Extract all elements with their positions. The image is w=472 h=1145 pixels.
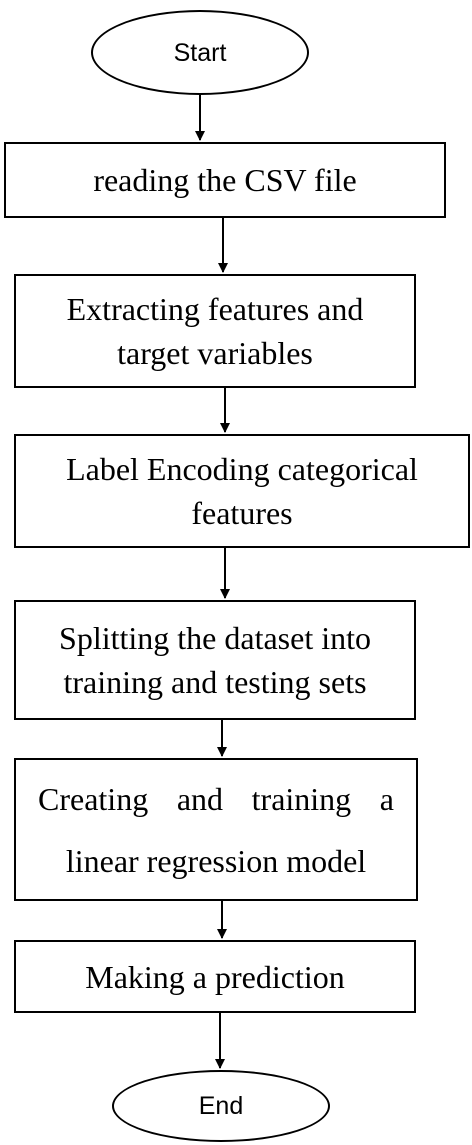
step-3-label-line-1: Label Encoding categorical <box>66 451 418 487</box>
step-3-label-line-2: features <box>191 495 293 531</box>
step-6-label: Making a prediction <box>85 958 345 995</box>
step-extract-features: Extracting features and target variables <box>14 274 416 388</box>
step-4-label-line-2: training and testing sets <box>63 664 367 700</box>
step-5-label-line-2: linear regression model <box>65 842 367 879</box>
start-label: Start <box>173 38 227 67</box>
end-node: End <box>112 1070 330 1142</box>
step-2-label-line-1: Extracting features and <box>66 291 364 327</box>
step-5-label-line-1: Creating and training a <box>38 780 394 817</box>
step-split-dataset: Splitting the dataset into training and … <box>14 600 416 720</box>
step-1-label: reading the CSV file <box>93 162 357 198</box>
step-2-label-line-2: target variables <box>117 335 313 371</box>
end-label: End <box>198 1092 244 1120</box>
step-label-encoding: Label Encoding categorical features <box>14 434 470 548</box>
step-make-prediction: Making a prediction <box>14 940 416 1013</box>
step-read-csv: reading the CSV file <box>4 142 446 218</box>
step-4-label-line-1: Splitting the dataset into <box>59 620 371 656</box>
start-node: Start <box>91 10 309 95</box>
step-train-model: Creating and training a linear regressio… <box>14 758 418 901</box>
